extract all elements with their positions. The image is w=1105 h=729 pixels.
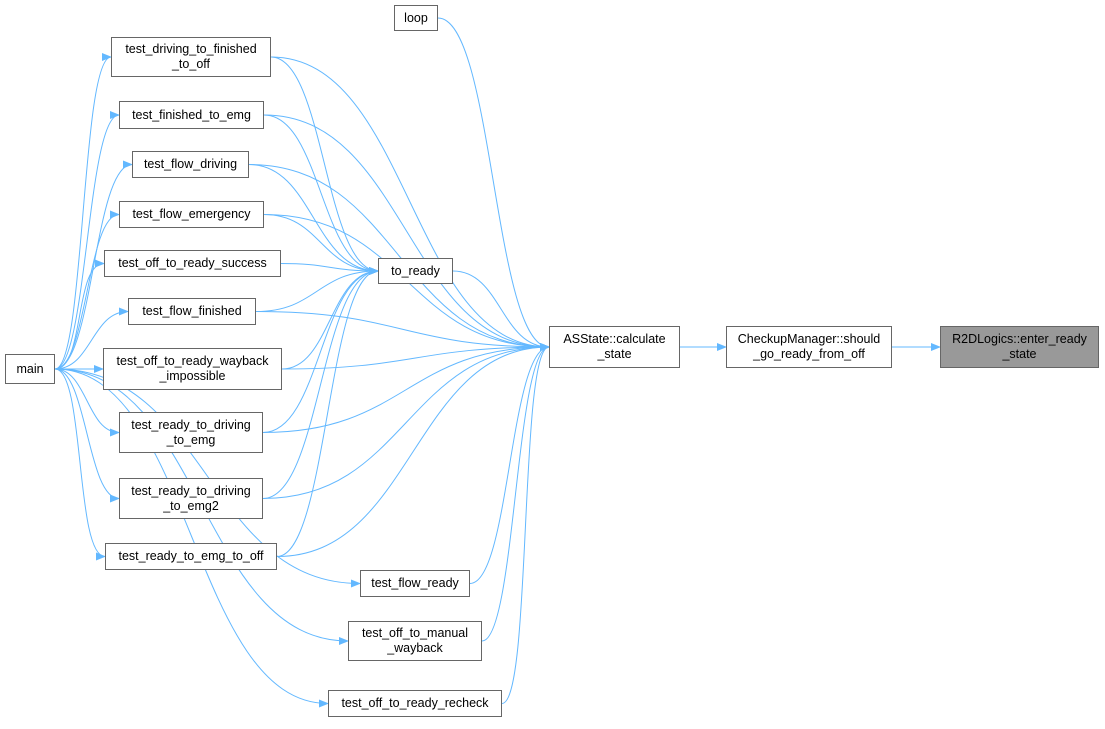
node-test-ready-to-driving-to-emg2[interactable]: test_ready_to_driving _to_emg2 <box>119 478 263 519</box>
edge-test-ready-to-emg-to-off-to-to-ready <box>276 267 379 557</box>
node-test-ready-to-driving-to-emg[interactable]: test_ready_to_driving _to_emg <box>119 412 263 453</box>
edge-test-finished-to-emg-to-asstate-calculate-state <box>263 114 550 351</box>
node-checkupmanager-should-go-ready-from-off[interactable]: CheckupManager::should _go_ready_from_of… <box>726 326 892 368</box>
edge-test-ready-to-driving-to-emg-to-to-ready <box>262 267 379 433</box>
node-test-off-to-ready-recheck[interactable]: test_off_to_ready_recheck <box>328 690 502 717</box>
edge-test-driving-to-finished-to-off-to-to-ready <box>270 56 379 275</box>
edge-main-to-test-ready-to-emg-to-off <box>54 368 106 561</box>
node-test-flow-emergency[interactable]: test_flow_emergency <box>119 201 264 228</box>
node-to-ready[interactable]: to_ready <box>378 258 453 284</box>
edge-main-to-test-flow-finished <box>54 307 129 370</box>
node-loop[interactable]: loop <box>394 5 438 31</box>
node-test-flow-driving[interactable]: test_flow_driving <box>132 151 249 178</box>
edge-main-to-test-flow-emergency <box>54 210 120 370</box>
node-r2dlogics-enter-ready-state: R2DLogics::enter_ready _state <box>940 326 1099 368</box>
edge-test-off-to-ready-success-to-to-ready <box>280 263 379 275</box>
edge-test-off-to-manual-wayback-to-asstate-calculate-state <box>481 343 550 642</box>
edge-test-ready-to-emg-to-off-to-asstate-calculate-state <box>276 343 550 557</box>
edge-test-flow-ready-to-asstate-calculate-state <box>469 343 550 584</box>
edge-test-ready-to-driving-to-emg2-to-asstate-calculate-state <box>262 343 550 499</box>
edge-test-ready-to-driving-to-emg2-to-to-ready <box>262 267 379 499</box>
edge-test-flow-emergency-to-to-ready <box>263 214 379 275</box>
edge-loop-to-asstate-calculate-state <box>437 17 550 351</box>
edge-test-off-to-ready-wayback-impossible-to-asstate-calculate-state <box>281 343 550 370</box>
edge-test-off-to-ready-wayback-impossible-to-to-ready <box>281 267 379 370</box>
edge-test-flow-driving-to-to-ready <box>248 164 379 275</box>
node-test-ready-to-emg-to-off[interactable]: test_ready_to_emg_to_off <box>105 543 277 570</box>
node-test-flow-finished[interactable]: test_flow_finished <box>128 298 256 325</box>
edge-main-to-test-ready-to-driving-to-emg <box>54 368 120 437</box>
edge-test-flow-finished-to-asstate-calculate-state <box>255 311 550 351</box>
node-test-off-to-ready-wayback-impossible[interactable]: test_off_to_ready_wayback _impossible <box>103 348 282 390</box>
edge-to-ready-to-asstate-calculate-state <box>452 270 550 351</box>
edge-test-off-to-ready-recheck-to-asstate-calculate-state <box>501 343 550 704</box>
edge-test-flow-driving-to-asstate-calculate-state <box>248 164 550 351</box>
node-test-off-to-manual-wayback[interactable]: test_off_to_manual _wayback <box>348 621 482 661</box>
edge-main-to-test-finished-to-emg <box>54 111 120 370</box>
node-test-driving-to-finished-to-off[interactable]: test_driving_to_finished _to_off <box>111 37 271 77</box>
node-test-finished-to-emg[interactable]: test_finished_to_emg <box>119 101 264 129</box>
edge-test-driving-to-finished-to-off-to-asstate-calculate-state <box>270 56 550 351</box>
node-test-off-to-ready-success[interactable]: test_off_to_ready_success <box>104 250 281 277</box>
node-test-flow-ready[interactable]: test_flow_ready <box>360 570 470 597</box>
edge-test-ready-to-driving-to-emg-to-asstate-calculate-state <box>262 343 550 433</box>
edge-test-flow-finished-to-to-ready <box>255 267 379 312</box>
edge-main-to-test-driving-to-finished-to-off <box>54 53 112 370</box>
edge-test-finished-to-emg-to-to-ready <box>263 114 379 275</box>
edge-main-to-test-ready-to-driving-to-emg2 <box>54 368 120 503</box>
edge-main-to-test-off-to-ready-success <box>54 259 105 370</box>
node-asstate-calculate-state[interactable]: ASState::calculate _state <box>549 326 680 368</box>
node-main[interactable]: main <box>5 354 55 384</box>
